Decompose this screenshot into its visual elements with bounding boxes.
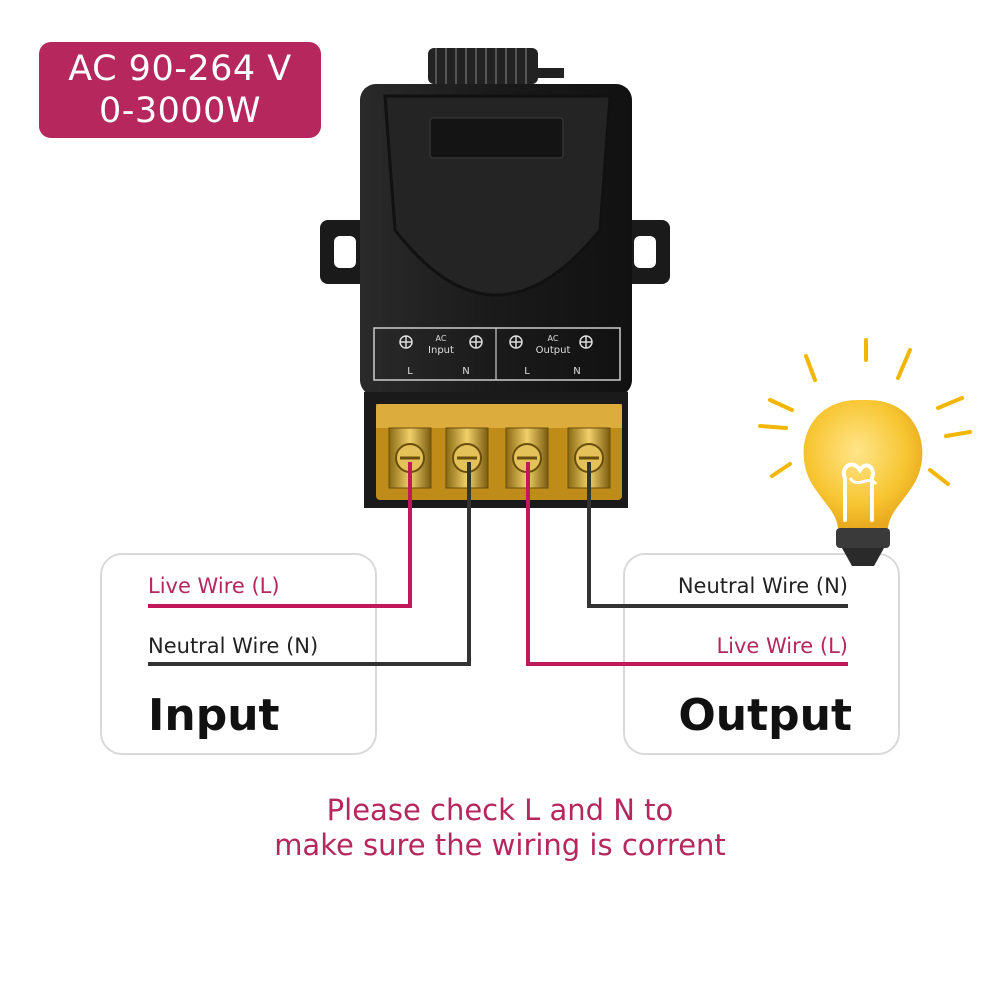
antenna-coil bbox=[428, 48, 564, 84]
input-wiring-box bbox=[100, 553, 377, 755]
output-ac-label: AC bbox=[548, 334, 559, 343]
terminal-n2-label: N bbox=[573, 366, 580, 377]
power-range: 0-3000W bbox=[98, 91, 262, 131]
relay-module-body: AC Input AC Output L N L N bbox=[360, 84, 632, 396]
mounting-ear-left bbox=[320, 220, 368, 284]
input-live-wire bbox=[148, 462, 412, 608]
output-neutral-wire bbox=[587, 462, 848, 608]
voltage-range: AC 90-264 V bbox=[68, 49, 292, 89]
terminal-l1-label: L bbox=[407, 366, 413, 377]
status-window bbox=[429, 117, 564, 159]
wiring-note: Please check L and N to make sure the wi… bbox=[0, 793, 1000, 863]
input-neutral-wire-label: Neutral Wire (N) bbox=[148, 634, 319, 658]
spec-badge: AC 90-264 V 0-3000W bbox=[39, 42, 321, 138]
light-bulb-icon bbox=[758, 338, 972, 566]
wiring-note-line1: Please check L and N to bbox=[326, 793, 674, 827]
input-title: Input bbox=[148, 690, 280, 741]
output-wiring-box bbox=[623, 553, 900, 755]
output-neutral-wire-label: Neutral Wire (N) bbox=[677, 574, 848, 598]
terminal-l2-label: L bbox=[524, 366, 530, 377]
output-live-wire-label: Live Wire (L) bbox=[716, 634, 848, 658]
output-live-wire bbox=[526, 462, 848, 666]
input-neutral-wire bbox=[148, 462, 471, 666]
input-terminal-label: Input bbox=[428, 345, 454, 356]
wiring-note-line2: make sure the wiring is corrent bbox=[274, 828, 726, 862]
input-live-wire-label: Live Wire (L) bbox=[148, 574, 280, 598]
mounting-ear-right bbox=[622, 220, 670, 284]
terminal-block bbox=[364, 392, 628, 508]
output-terminal-label: Output bbox=[536, 345, 571, 356]
terminal-n1-label: N bbox=[462, 366, 469, 377]
input-ac-label: AC bbox=[436, 334, 447, 343]
output-title: Output bbox=[678, 690, 852, 741]
